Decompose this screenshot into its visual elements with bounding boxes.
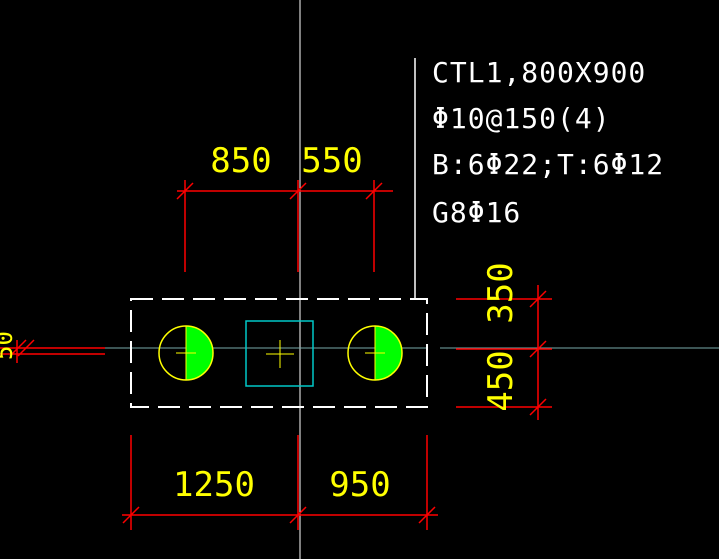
top-dimension[interactable] [176,180,393,272]
annotation-line-side-bars: G8Φ16 [432,196,521,229]
top-dimension-left-text: 850 [210,141,271,181]
column-outline[interactable] [245,320,314,387]
bottom-dimension-right-text: 950 [329,465,390,505]
annotation-line-cap-size: CTL1,800X900 [432,56,646,89]
right-dimension[interactable] [456,285,552,420]
right-dimension-bottom-text: 450 [481,350,521,411]
edge-marker [428,346,440,356]
annotation-line-rebar: B:6Φ22;T:6Φ12 [432,148,664,181]
bottom-dimension[interactable] [122,435,438,530]
bottom-dimension-left-text: 1250 [173,465,255,505]
left-partial-dimension[interactable] [0,339,105,363]
pile-left[interactable] [158,325,214,381]
column-center-mark [266,340,294,368]
pile-cap-outline[interactable] [130,298,428,408]
top-dimension-right-text: 550 [301,141,362,181]
cap-annotation[interactable]: CTL1,800X900 Φ10@150(4) B:6Φ22;T:6Φ12 G8… [432,56,664,229]
right-dimension-top-text: 350 [481,262,521,323]
pile-right[interactable] [347,325,403,381]
left-partial-dimension-text: 50 [0,331,18,360]
annotation-line-stirrup: Φ10@150(4) [432,102,611,135]
